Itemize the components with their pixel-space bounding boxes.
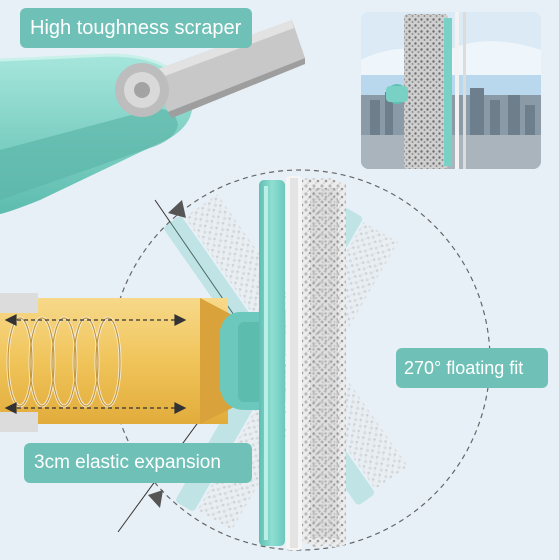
scraper-label: High toughness scraper [20, 8, 252, 48]
gray-scraper [115, 20, 305, 118]
window-photo [361, 12, 541, 169]
elastic-expansion-label: 3cm elastic expansion [24, 443, 252, 483]
yellow-pole [0, 293, 238, 432]
floating-fit-label: 270° floating fit [396, 348, 548, 388]
cleaning-head [220, 176, 346, 550]
window-photo-frame [361, 12, 541, 169]
expansion-arrow [4, 314, 187, 414]
